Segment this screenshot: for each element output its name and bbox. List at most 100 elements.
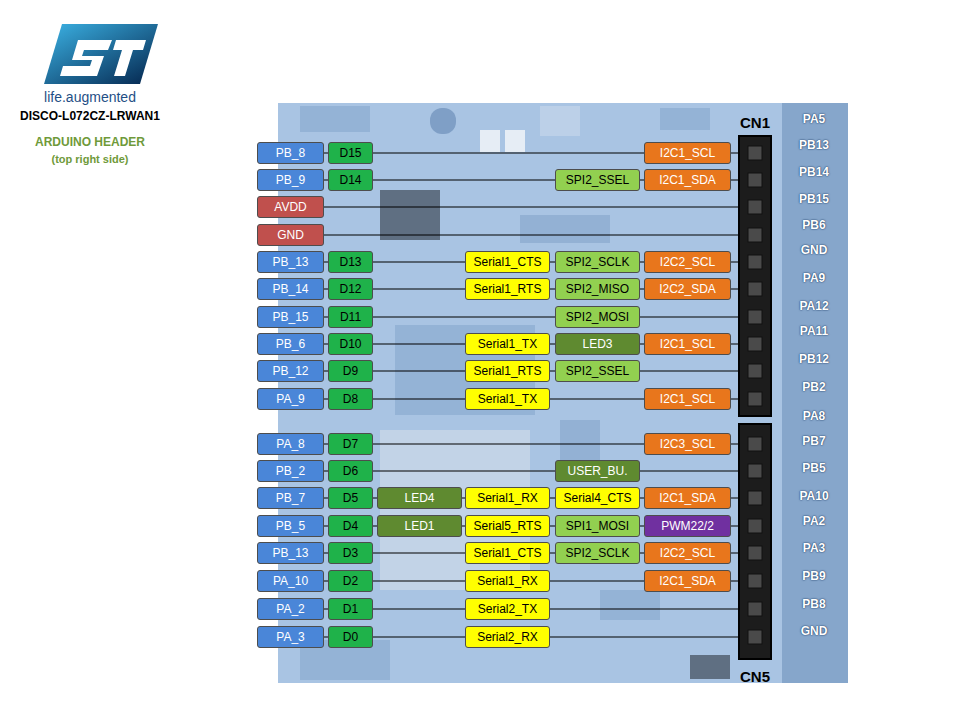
silkscreen-pin-label: PB2 [802,381,825,394]
pin-label: Serial5_RTS [474,520,542,532]
st-logo [44,24,158,84]
serial-function-box: Serial1_TX [465,333,550,355]
silkscreen-pin-label: PB9 [802,570,825,583]
pin-label: PA_2 [276,603,304,615]
header-title: ARDUINO HEADER [35,136,145,149]
pin-label: PB_12 [272,365,308,377]
silkscreen-pin-label: PB15 [799,193,829,206]
pin-label: D15 [339,147,361,159]
pin-label: AVDD [274,201,306,213]
arduino-pin-box: D0 [328,626,373,648]
silkscreen-pin-label: PB7 [802,435,825,448]
pin-label: Serial2_TX [478,603,537,615]
pin-name-box: PA_8 [257,433,324,455]
serial-function-box: Serial1_CTS [465,542,550,564]
serial-function-box: Serial4_CTS [555,487,640,509]
arduino-pin-box: D7 [328,433,373,455]
pin-label: D11 [340,311,361,323]
silkscreen-pin-label: GND [801,244,828,257]
pin-label: D4 [343,520,358,532]
led-box: LED4 [377,487,462,509]
silkscreen-pin-label: PB13 [799,139,829,152]
pin-label: I2C1_SCL [660,393,715,405]
pin-label: SPI2_SCLK [565,256,629,268]
arduino-pin-box: D12 [328,278,373,300]
header-pin [748,146,762,644]
pin-name-box: PA_10 [257,570,324,592]
pin-label: Serial1_RX [477,492,538,504]
spi-function-box: SPI2_SSEL [555,360,640,382]
pin-name-box: PB_13 [257,251,324,273]
spi-function-box: SPI2_SCLK [555,251,640,273]
serial-function-box: Serial1_CTS [465,251,550,273]
arduino-pin-box: D6 [328,460,373,482]
pin-name-box: PB_7 [257,487,324,509]
pin-name-box: PB_13 [257,542,324,564]
pin-label: SPI2_SCLK [565,547,629,559]
pin-label: I2C1_SCL [660,338,715,350]
pin-label: D14 [339,174,361,186]
pin-name-box: PA_3 [257,626,324,648]
serial-function-box: Serial1_RX [465,487,550,509]
pin-label: I2C1_SCL [660,147,715,159]
pin-label: LED1 [404,520,434,532]
pin-name-box: PB_2 [257,460,324,482]
led-box: LED1 [377,515,462,537]
pin-label: USER_BU. [567,465,627,477]
pin-header: CN1 [738,135,772,417]
pin-label: D12 [339,283,361,295]
pin-label: Serial1_RTS [474,283,542,295]
pin-label: Serial4_CTS [563,492,631,504]
i2c-function-box: I2C1_SDA [644,570,731,592]
pin-label: SPI2_MISO [566,283,629,295]
pin-label: D9 [343,365,358,377]
pin-name-box: PB_8 [257,142,324,164]
header-subtitle: (top right side) [52,153,129,165]
arduino-pin-box: D1 [328,598,373,620]
silkscreen-pin-label: GND [801,625,828,638]
pin-name-box: PA_2 [257,598,324,620]
silkscreen-pin-label: PB6 [802,219,825,232]
arduino-pin-box: D4 [328,515,373,537]
i2c-function-box: I2C1_SDA [644,487,731,509]
silkscreen-pin-label: PA5 [803,113,825,126]
pin-label: I2C2_SCL [660,547,715,559]
spi-function-box: SPI2_SCLK [555,542,640,564]
pin-label: SPI2_MOSI [566,311,629,323]
i2c-function-box: I2C1_SCL [644,388,731,410]
silkscreen-pin-label: PA11 [800,325,828,338]
i2c-function-box: I2C1_SCL [644,142,731,164]
spi-function-box: SPI2_MOSI [555,306,640,328]
pin-label: PB_7 [276,492,305,504]
pin-label: I2C2_SCL [660,256,715,268]
pin-wire [324,234,738,235]
pin-label: PB_2 [276,465,305,477]
i2c-function-box: I2C3_SCL [644,433,731,455]
pin-label: SPI1_MOSI [566,520,629,532]
pin-label: D2 [343,575,358,587]
power-pin-box: AVDD [257,196,324,218]
arduino-pin-box: D11 [328,306,373,328]
arduino-pin-box: D3 [328,542,373,564]
pin-label: PB_13 [272,547,308,559]
pin-label: Serial2_RX [477,631,538,643]
pin-label: PB_8 [276,147,305,159]
pin-label: D3 [343,547,358,559]
pin-label: I2C1_SDA [659,575,716,587]
pin-name-box: PA_9 [257,388,324,410]
spi-function-box: SPI2_SSEL [555,169,640,191]
pin-wire [324,316,738,317]
silkscreen-pin-label: PB5 [802,462,825,475]
arduino-pin-box: D15 [328,142,373,164]
pin-wire [324,470,738,471]
i2c-function-box: I2C1_SDA [644,169,731,191]
spi-function-box: SPI2_MISO [555,278,640,300]
pin-label: I2C1_SDA [659,174,716,186]
pin-label: Serial1_TX [478,393,537,405]
silkscreen-pin-label: PA2 [803,515,825,528]
pin-label: PB_5 [276,520,305,532]
connector-label: CN1 [740,114,770,131]
pin-label: PB_6 [276,338,305,350]
pin-label: PB_15 [272,311,308,323]
arduino-pin-box: D5 [328,487,373,509]
